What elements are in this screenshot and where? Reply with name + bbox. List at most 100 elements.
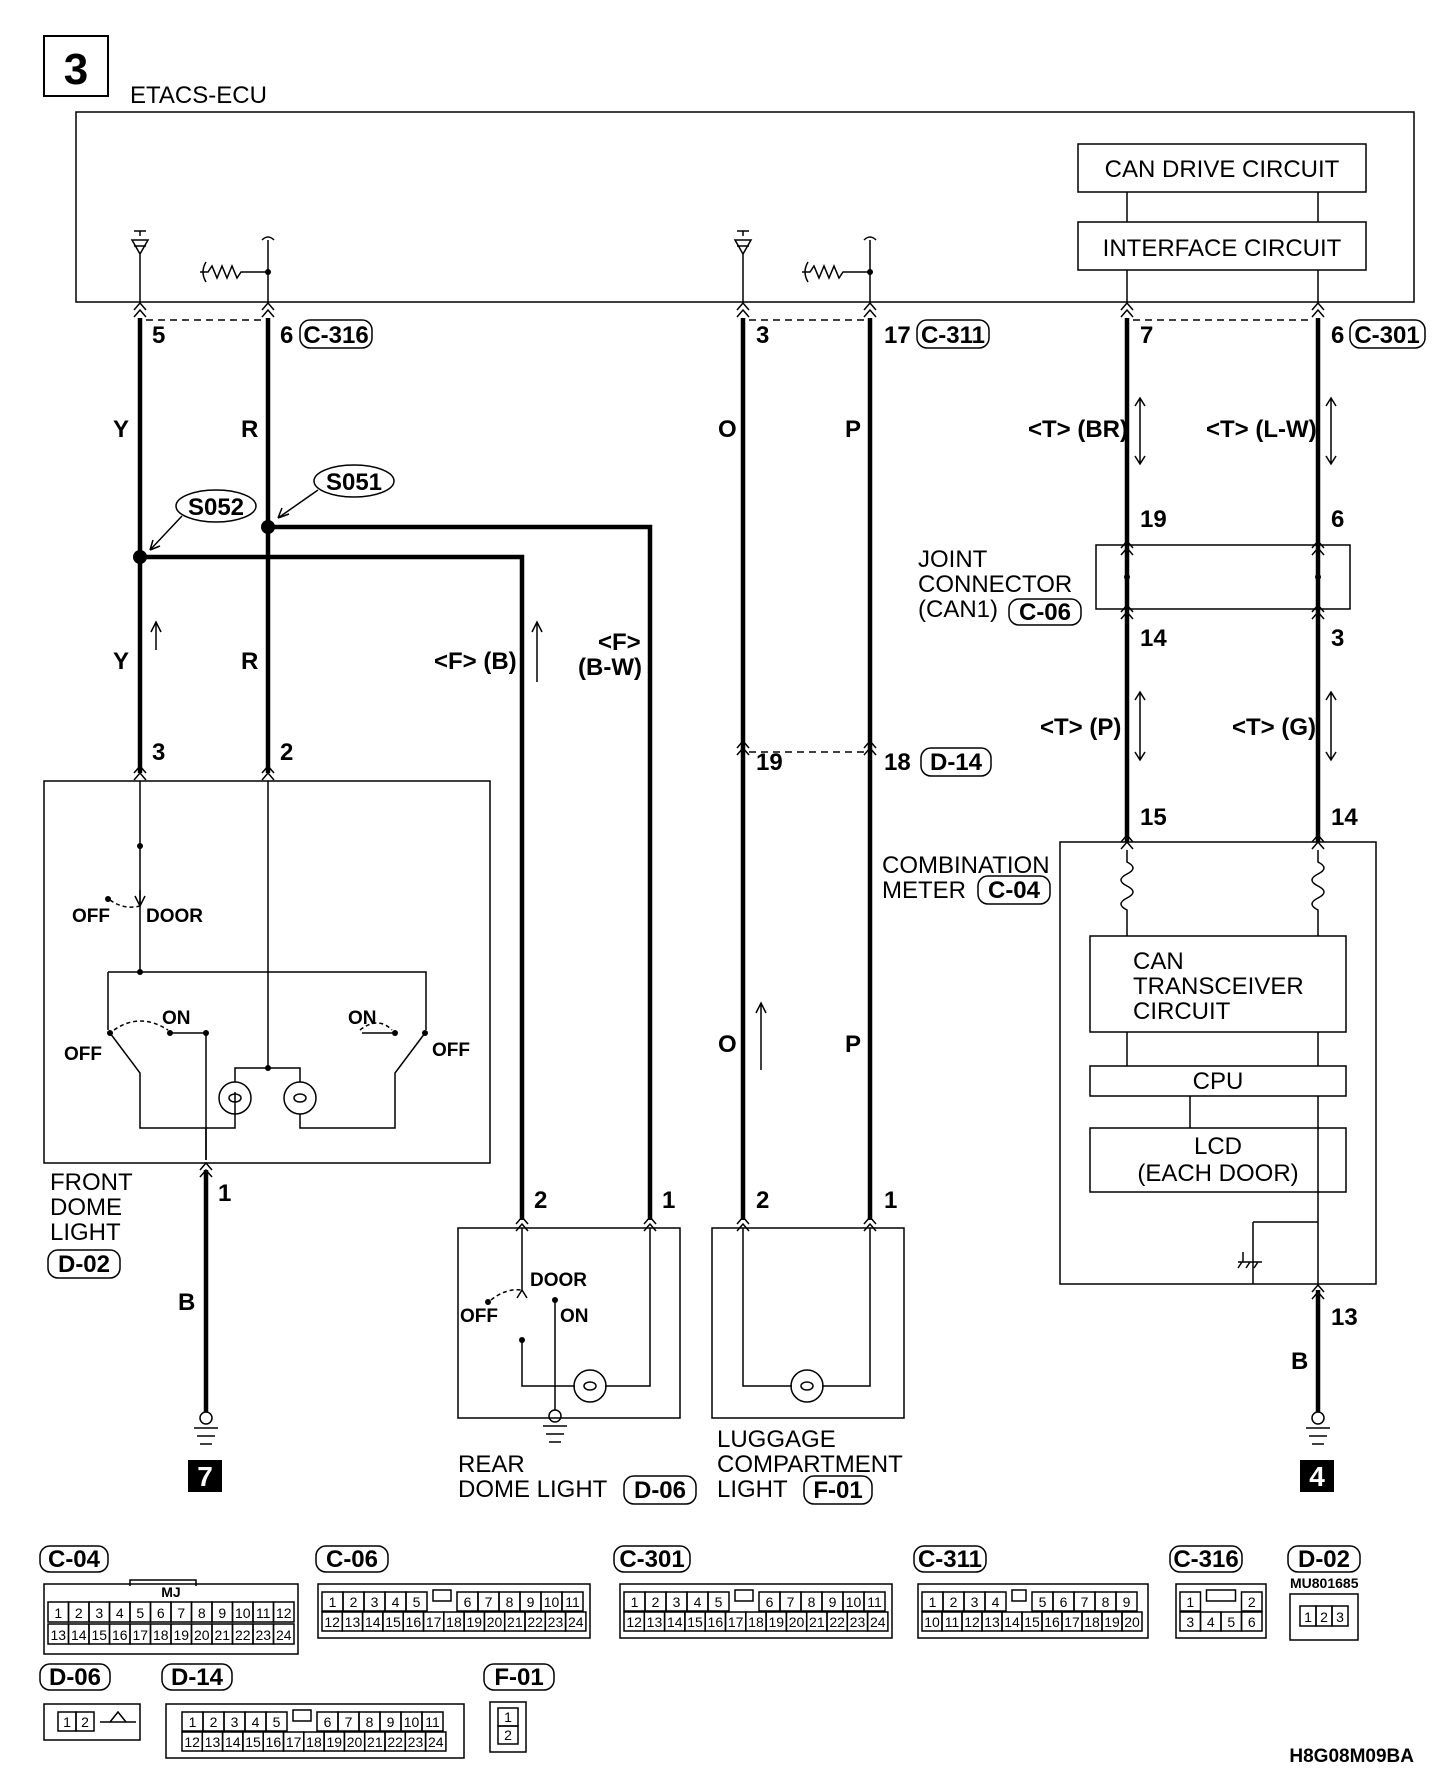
svg-text:16: 16: [708, 1614, 724, 1630]
svg-text:9: 9: [218, 1605, 226, 1621]
rear-dome-light-circuit: [485, 1228, 651, 1443]
connector-pin: 20: [785, 1611, 808, 1632]
rear-dome-label-2: DOME LIGHT: [458, 1476, 608, 1503]
svg-text:14: 14: [365, 1614, 381, 1630]
svg-text:2: 2: [75, 1605, 83, 1621]
connector-pin: 19: [170, 1623, 193, 1645]
luggage-label-2: COMPARTMENT: [717, 1451, 903, 1478]
svg-text:22: 22: [387, 1734, 403, 1750]
connector-pin: 9: [519, 1591, 542, 1612]
svg-text:6: 6: [464, 1594, 472, 1610]
svg-text:10: 10: [924, 1614, 940, 1630]
can-transceiver-label-3: CIRCUIT: [1133, 998, 1231, 1025]
svg-text:12: 12: [626, 1614, 642, 1630]
connector-pin: 2: [202, 1711, 225, 1732]
interface-circuit-box: [1077, 221, 1367, 271]
wire-color-o-lower: O: [718, 1031, 737, 1058]
can-transceiver-label-2: TRANSCEIVER: [1133, 973, 1304, 1000]
connector-pin: 1: [1299, 1605, 1317, 1627]
front-dome-light-box: [43, 780, 491, 1164]
svg-text:9: 9: [527, 1594, 535, 1610]
connector-pin: 6: [316, 1711, 339, 1732]
connector-pin: 12: [272, 1601, 295, 1623]
pin-1-f01: 1: [884, 1187, 897, 1214]
svg-text:15: 15: [91, 1627, 107, 1643]
svg-text:3: 3: [971, 1594, 979, 1610]
svg-text:17: 17: [132, 1627, 148, 1643]
svg-text:7: 7: [1081, 1594, 1089, 1610]
splice-s052-ellipse: [175, 489, 257, 523]
svg-text:2: 2: [504, 1727, 512, 1743]
connector-pin: 12: [321, 1611, 344, 1632]
svg-text:18: 18: [748, 1614, 764, 1630]
svg-text:1: 1: [189, 1714, 197, 1730]
pin-18-d14: 18: [884, 749, 911, 776]
svg-text:21: 21: [214, 1627, 230, 1643]
svg-text:8: 8: [1102, 1594, 1110, 1610]
splice-s052: S052: [188, 494, 244, 521]
svg-text:20: 20: [1124, 1614, 1140, 1630]
front-switch-off: OFF: [72, 906, 110, 927]
connector-pin: 7: [477, 1591, 500, 1612]
pin-19-d14: 19: [756, 749, 783, 776]
connector-pin: 17: [282, 1731, 305, 1752]
svg-text:8: 8: [808, 1594, 816, 1610]
wire-color-p-lower: P: [845, 1031, 861, 1058]
connector-pin: 10: [540, 1591, 563, 1612]
wire-harness-can: [1120, 318, 1337, 850]
pin-2-f01: 2: [756, 1187, 769, 1214]
front-switch-door: DOOR: [146, 906, 203, 927]
connector-pin: 5: [405, 1591, 428, 1612]
connector-pin: 5: [265, 1711, 288, 1732]
joint-connector-label-2: CONNECTOR: [918, 571, 1072, 598]
svg-text:16: 16: [112, 1627, 128, 1643]
connector-pin: 17: [129, 1623, 152, 1645]
connector-pin: 8: [190, 1601, 213, 1623]
splice-s051-arrow: [277, 489, 319, 519]
etacs-ecu-box: [75, 111, 1415, 303]
svg-text:24: 24: [568, 1614, 584, 1630]
connector-pin: 12: [181, 1731, 204, 1752]
svg-text:7: 7: [177, 1605, 185, 1621]
connector-pin: 8: [498, 1591, 521, 1612]
sheet-number-box: [43, 35, 109, 97]
pin-13: 13: [1331, 1304, 1358, 1331]
connector-pin: 17: [422, 1611, 445, 1632]
connector-d02: D-02: [58, 1251, 110, 1278]
svg-text:3: 3: [1186, 1614, 1194, 1630]
connector-c301: C-301: [1354, 322, 1419, 349]
pin-6-c316: 6: [280, 322, 293, 349]
connector-pin: 12: [961, 1611, 983, 1632]
connector-pin: 4: [384, 1591, 407, 1612]
connector-pin: 16: [1041, 1611, 1063, 1632]
connector-pin: 23: [846, 1611, 869, 1632]
svg-text:2: 2: [950, 1594, 958, 1610]
connector-pin: 6: [758, 1591, 781, 1612]
wire-harness-front: [133, 318, 653, 1220]
splice-s051: S051: [326, 469, 382, 496]
svg-text:17: 17: [286, 1734, 302, 1750]
connector-c04: C-04: [988, 877, 1041, 904]
connector-pin: 13: [341, 1611, 364, 1632]
svg-text:2: 2: [81, 1714, 89, 1730]
svg-text:2: 2: [1248, 1594, 1256, 1610]
svg-text:16: 16: [406, 1614, 422, 1630]
svg-text:6: 6: [1248, 1614, 1256, 1630]
wire-color-t-p: <T> (P): [1040, 714, 1121, 741]
connector-pin: 3: [1331, 1605, 1349, 1627]
pin-15-c04: 15: [1140, 804, 1167, 831]
front-switch-on-left: ON: [162, 1008, 191, 1029]
svg-text:C-311: C-311: [918, 1546, 982, 1573]
connector-pin: 1: [497, 1707, 519, 1727]
connector-pin: 2: [942, 1591, 965, 1612]
svg-text:11: 11: [565, 1594, 580, 1610]
svg-text:2: 2: [1320, 1609, 1328, 1625]
connector-pin: 22: [384, 1731, 407, 1752]
svg-text:5: 5: [1039, 1594, 1047, 1610]
svg-text:12: 12: [276, 1605, 292, 1621]
connector-pin: 11: [863, 1591, 886, 1612]
svg-text:18: 18: [306, 1734, 322, 1750]
svg-text:14: 14: [1004, 1614, 1020, 1630]
luggage-label-3: LIGHT: [717, 1476, 788, 1503]
connector-pin: 14: [221, 1731, 244, 1752]
